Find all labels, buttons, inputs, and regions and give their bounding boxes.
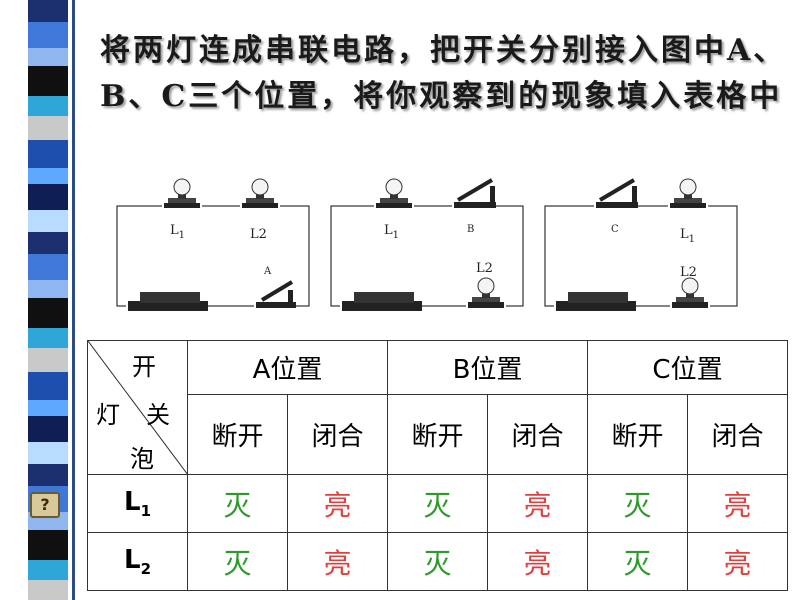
stripe-segment [28, 184, 68, 210]
circuit-diagram-b: L1 B L2 [330, 178, 524, 311]
table-corner-cell: 开 灯 关 泡 [87, 340, 188, 475]
result-cell: 亮 [487, 474, 588, 533]
corner-label-bottom: 泡 [130, 445, 154, 473]
stripe-segment [28, 530, 68, 560]
stripe-segment [28, 232, 68, 254]
stripe-segment [28, 560, 68, 580]
result-cell: 亮 [487, 532, 588, 591]
header-state: 断开 [187, 394, 288, 475]
stripe-segment [28, 580, 68, 600]
slide-title: 将两灯连成串联电路，把开关分别接入图中A、B、C三个位置，将你观察到的现象填入表… [100, 33, 787, 114]
table-row-l2: L2 灭 亮 灭 亮 灭 亮 [87, 532, 788, 591]
bulb-icon [466, 277, 506, 308]
result-cell: 灭 [387, 474, 488, 533]
switch-icon [594, 178, 638, 208]
result-cell: 灭 [587, 474, 688, 533]
label-switch-c: C [611, 224, 619, 235]
label-switch-a: A [263, 266, 272, 277]
battery-icon [554, 292, 636, 311]
stripe-segment [28, 348, 68, 372]
stripe-segment [28, 0, 68, 22]
stripe-segment [28, 168, 68, 184]
bulb-icon [162, 178, 202, 208]
diagonal-divider [88, 341, 188, 475]
stripe-segment [28, 22, 68, 48]
label-l2: L2 [680, 265, 697, 280]
header-state: 断开 [387, 394, 488, 475]
battery-icon [340, 292, 422, 311]
stripe-segment [28, 254, 68, 280]
result-cell: 灭 [387, 532, 488, 591]
result-cell: 亮 [287, 474, 388, 533]
header-position-a: A位置 [187, 340, 388, 395]
corner-label-top: 开 [132, 353, 156, 381]
question-mark-icon[interactable]: ? [30, 492, 60, 518]
switch-icon [452, 178, 496, 208]
corner-label-left: 灯 [96, 401, 120, 429]
corner-label-right: 关 [146, 401, 170, 429]
results-table: 开 灯 关 泡 A位置 B位置 C位置 断开 闭合 断开 闭合 断开 闭合 L1… [87, 340, 788, 591]
result-cell: 亮 [687, 474, 788, 533]
table-row-l1: L1 灭 亮 灭 亮 灭 亮 [87, 474, 788, 533]
result-cell: 亮 [687, 532, 788, 591]
label-l1: L1 [680, 227, 695, 245]
result-cell: 灭 [187, 532, 288, 591]
stripe-segment [28, 442, 68, 464]
header-state: 断开 [587, 394, 688, 475]
label-l2: L2 [250, 227, 267, 242]
stripe-segment [28, 96, 68, 116]
label-switch-b: B [467, 224, 474, 235]
row-label-l2: L2 [87, 532, 188, 591]
stripe-segment [28, 48, 68, 66]
bulb-icon [374, 178, 414, 208]
header-position-c: C位置 [587, 340, 788, 395]
battery-icon [126, 292, 208, 311]
bulb-icon [240, 178, 280, 208]
result-cell: 亮 [287, 532, 388, 591]
result-cell: 灭 [187, 474, 288, 533]
stripe-segment [28, 372, 68, 400]
header-position-b: B位置 [387, 340, 588, 395]
header-state: 闭合 [287, 394, 388, 475]
result-cell: 灭 [587, 532, 688, 591]
row-label-l1: L1 [87, 474, 188, 533]
stripe-segment [28, 328, 68, 348]
label-l1: L1 [170, 223, 185, 241]
switch-icon [254, 280, 296, 308]
stripe-segment [28, 116, 68, 140]
label-l2: L2 [476, 261, 493, 276]
stripe-segment [28, 66, 68, 96]
stripe-segment [28, 140, 68, 168]
stripe-segment [28, 298, 68, 328]
bulb-icon [668, 178, 708, 208]
stripe-segment [28, 400, 68, 416]
stripe-segment [28, 464, 68, 486]
stripe-segment [28, 280, 68, 298]
label-l1: L1 [384, 223, 399, 241]
stripe-divider [72, 0, 75, 600]
circuit-diagram-a: L1 L2 A [116, 178, 310, 311]
stripe-segment [28, 210, 68, 232]
header-state: 闭合 [487, 394, 588, 475]
decorative-stripe-bar [0, 0, 80, 600]
circuit-diagram-c: C L1 L2 [544, 178, 738, 311]
header-state: 闭合 [687, 394, 788, 475]
bulb-icon [670, 277, 710, 308]
stripe-segment [28, 416, 68, 442]
